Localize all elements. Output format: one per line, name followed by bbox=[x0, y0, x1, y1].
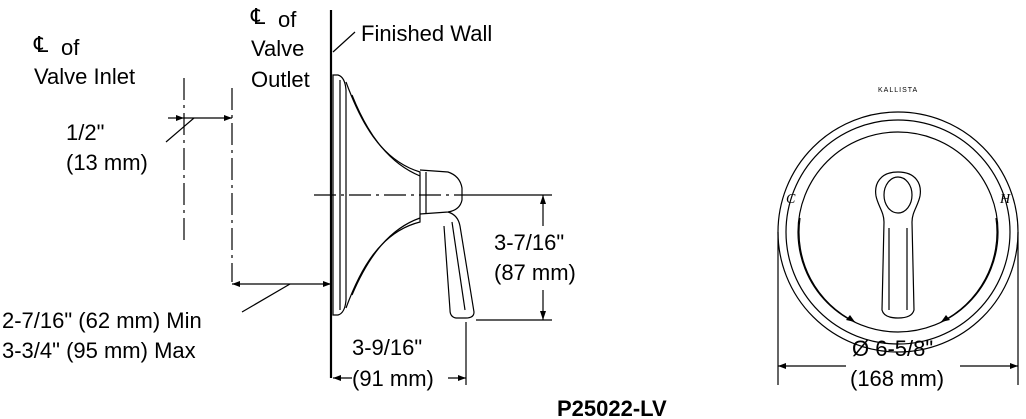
outlet-cl-symbol: ℄ bbox=[250, 4, 266, 29]
hot-mark: H bbox=[999, 192, 1011, 207]
finished-wall-label: Finished Wall bbox=[361, 21, 492, 46]
height-dimension bbox=[470, 194, 552, 321]
outlet-line1-label: Valve bbox=[251, 36, 304, 61]
model-number: P25022-LV bbox=[557, 396, 667, 419]
projection-in-label: 3-9/16" bbox=[352, 335, 422, 360]
offset-dimension bbox=[165, 115, 232, 143]
projection-mm-label: (91 mm) bbox=[352, 366, 434, 391]
cold-mark: C bbox=[786, 192, 796, 207]
escutcheon-inner bbox=[797, 131, 999, 333]
valve-trim-side-view bbox=[332, 74, 475, 319]
escutcheon-flare bbox=[345, 81, 421, 309]
diameter-dimension bbox=[777, 232, 1019, 385]
depth-min-label: 2-7/16" (62 mm) Min bbox=[2, 308, 202, 333]
handle-front bbox=[875, 171, 921, 319]
outlet-of-label: of bbox=[278, 7, 297, 32]
inlet-of-label: of bbox=[61, 35, 80, 60]
height-mm-label: (87 mm) bbox=[494, 260, 576, 285]
escutcheon-side bbox=[332, 74, 347, 316]
inlet-cl-symbol: ℄ bbox=[33, 32, 49, 57]
outlet-line2-label: Outlet bbox=[251, 67, 310, 92]
offset-mm-label: (13 mm) bbox=[66, 150, 148, 175]
depth-dimension bbox=[232, 281, 331, 313]
inlet-name-label: Valve Inlet bbox=[34, 64, 135, 89]
valve-trim-front-view: C H KALLISTA bbox=[777, 87, 1019, 353]
brand-logo: KALLISTA bbox=[878, 87, 918, 94]
escutcheon-outer bbox=[777, 111, 1019, 353]
offset-in-label: 1/2" bbox=[66, 120, 104, 145]
diameter-in-label: Ø 6-5/8" bbox=[852, 336, 933, 361]
handle-lever bbox=[443, 211, 475, 319]
handle-hub bbox=[419, 169, 463, 215]
projection-dimension bbox=[333, 322, 467, 385]
diameter-mm-label: (168 mm) bbox=[850, 366, 944, 391]
centerlines bbox=[183, 78, 470, 282]
depth-max-label: 3-3/4" (95 mm) Max bbox=[2, 338, 196, 363]
finished-wall-leader bbox=[332, 31, 356, 53]
height-in-label: 3-7/16" bbox=[494, 230, 564, 255]
